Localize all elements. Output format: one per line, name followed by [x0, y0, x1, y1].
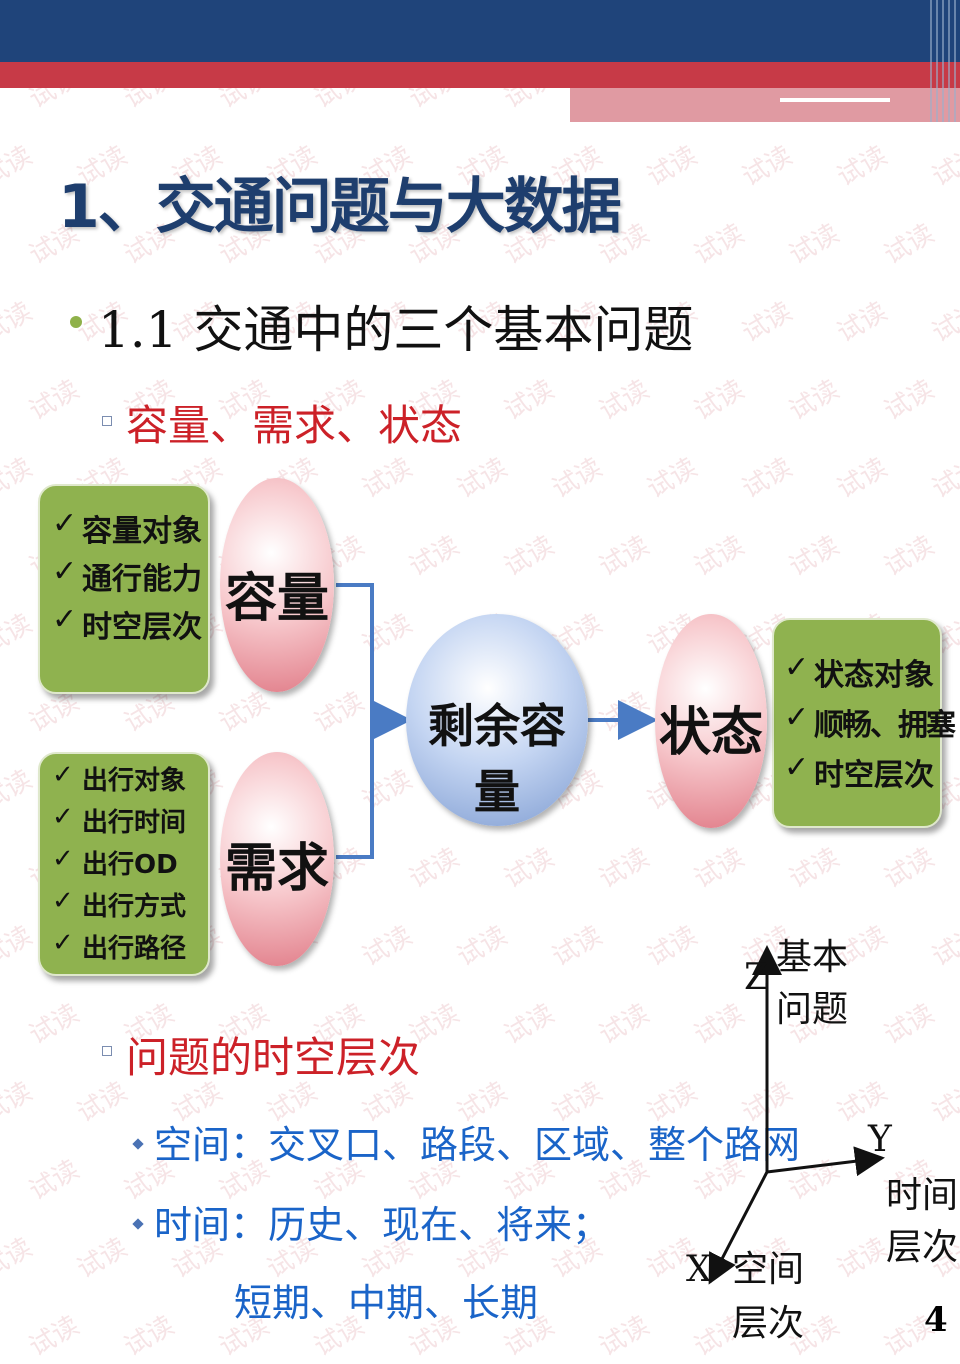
page-number: 4	[924, 1300, 948, 1340]
y-axis-label-2: 层次	[886, 1227, 959, 1268]
y-axis-letter: Y	[868, 1119, 892, 1160]
box-item: 顺畅、拥塞	[814, 708, 956, 743]
page-title: 1、交通问题与大数据	[58, 172, 622, 242]
square-bullet	[102, 416, 112, 426]
residual-capacity-label: 剩余容量	[428, 699, 566, 819]
demand-label: 需求	[224, 839, 329, 899]
bullet-dot	[70, 316, 82, 328]
header-band-blue	[0, 0, 960, 62]
section-bullet: 1.1 交通中的三个基本问题	[98, 301, 694, 359]
capacity-attributes-box: ✓ 容量对象 ✓ 通行能力 ✓ 时空层次	[38, 484, 210, 694]
header-band-red	[0, 62, 960, 88]
time-levels: 时间：历史、现在、将来；	[154, 1203, 611, 1247]
state-node: 状态	[655, 614, 767, 828]
header-band-light	[570, 88, 960, 122]
demand-node: 需求	[220, 752, 334, 966]
box-item: 出行方式	[82, 892, 187, 922]
demand-attributes-box: ✓ 出行对象 ✓ 出行时间 ✓ 出行OD ✓ 出行方式 ✓ 出行路径	[38, 752, 210, 976]
z-axis-label-2: 问题	[776, 989, 849, 1030]
x-axis-label-2: 层次	[732, 1303, 805, 1344]
square-bullet	[102, 1046, 112, 1056]
header-accent-line	[780, 98, 890, 102]
capacity-label: 容量	[224, 569, 329, 629]
box-item: 时空层次	[814, 758, 934, 793]
box-item: 通行能力	[82, 562, 202, 597]
box-item: 时空层次	[82, 610, 202, 645]
check-icon: ✓	[52, 506, 78, 541]
z-axis-letter: Z	[744, 957, 770, 998]
x-axis	[708, 1171, 769, 1285]
x-axis-letter: X	[686, 1249, 712, 1290]
residual-capacity-node: 剩余容量	[406, 614, 588, 826]
check-icon: ✓	[784, 700, 810, 735]
state-label: 状态	[658, 703, 763, 763]
check-icon: ✓	[52, 554, 78, 589]
box-item: 出行路径	[82, 934, 187, 964]
box-item: 状态对象	[814, 658, 934, 693]
subheading-three-problems: 容量、需求、状态	[126, 401, 463, 450]
z-axis-label-1: 基本	[776, 937, 849, 978]
check-icon: ✓	[784, 650, 810, 685]
check-icon: ✓	[784, 750, 810, 785]
check-icon: ✓	[52, 844, 74, 874]
check-icon: ✓	[52, 886, 74, 916]
subheading-levels: 问题的时空层次	[126, 1033, 421, 1082]
box-item: 出行时间	[82, 808, 187, 838]
box-item: 出行OD	[82, 850, 178, 880]
check-icon: ✓	[52, 760, 74, 790]
y-axis	[766, 1146, 885, 1177]
x-axis-label-1: 空间	[732, 1249, 805, 1290]
space-levels: 空间：交叉口、路段、区域、整个路网	[154, 1123, 801, 1167]
check-icon: ✓	[52, 602, 78, 637]
time-horizons: 短期、中期、长期	[234, 1281, 539, 1325]
capacity-node: 容量	[220, 478, 334, 692]
check-icon: ✓	[52, 802, 74, 832]
y-axis-label-1: 时间	[886, 1175, 959, 1216]
box-item: 出行对象	[82, 766, 187, 796]
check-icon: ✓	[52, 928, 74, 958]
box-item: 容量对象	[82, 514, 202, 549]
state-attributes-box: ✓ 状态对象 ✓ 顺畅、拥塞 ✓ 时空层次	[772, 618, 956, 828]
header-stripes	[930, 0, 960, 122]
